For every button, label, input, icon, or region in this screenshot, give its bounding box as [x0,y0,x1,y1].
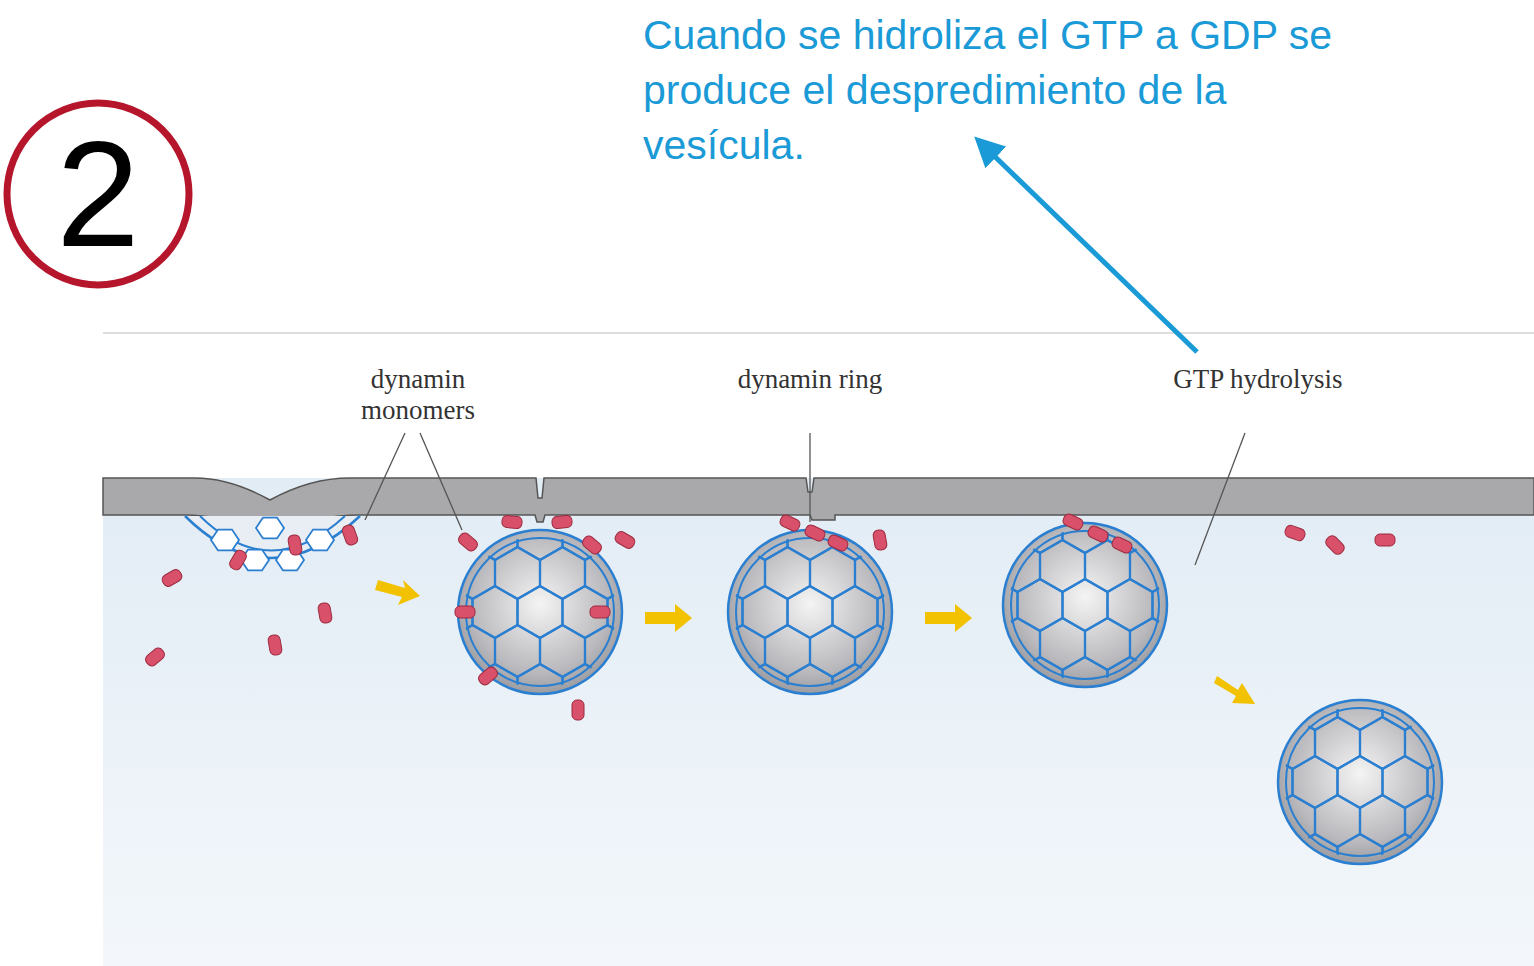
callout-number: 2 [2,98,194,290]
dynamin-monomer [1324,534,1347,557]
dynamin-monomer [287,534,302,556]
cytoplasm [103,333,1534,966]
dynamin-monomer [580,534,603,556]
dynamin-monomer [1110,535,1133,554]
dynamin-monomer [803,523,826,542]
dynamin-monomer [552,515,573,529]
dynamin-monomer [143,646,166,668]
dynamin-monomer [476,665,499,687]
dynamin-monomer [872,529,887,551]
dynamin-monomer [1086,524,1109,543]
dynamin-monomer [1061,512,1084,531]
dynamin-monomer [778,513,801,532]
dynamin-monomer [317,602,332,624]
step-arrows [375,580,1255,704]
clathrin-vesicle [927,462,1265,748]
dynamin-monomer [267,634,282,656]
dynamin-monomer [502,515,523,529]
leader-lines [365,433,1245,565]
dynamin-monomer [613,530,636,550]
dynamin-monomer [1284,524,1307,542]
part-label: dynamin ring [731,364,889,395]
callout-arrow [985,147,1197,352]
clathrin-vesicle [382,469,720,755]
note-text: Cuando se hidroliza el GTP a GDP se prod… [643,8,1363,173]
dynamin-monomer [455,606,475,618]
dynamin-monomer [590,606,610,618]
dynamin-monomer [1375,534,1395,546]
dynamin-monomer [228,548,248,571]
dynamin-monomer [456,531,479,553]
dynamin-monomer [160,568,183,588]
step-circle: 2 [2,98,194,290]
exterior [103,333,1534,478]
part-label: GTP hydrolysis [1169,364,1347,395]
part-label: dynamin monomers [329,364,507,426]
clathrin-vesicle [652,469,990,755]
clathrin-vesicle [1202,639,1534,925]
dynamin-monomer [341,524,359,547]
dynamin-monomer [826,533,849,552]
dynamin-monomer [572,700,584,720]
coated-pit [185,516,360,570]
